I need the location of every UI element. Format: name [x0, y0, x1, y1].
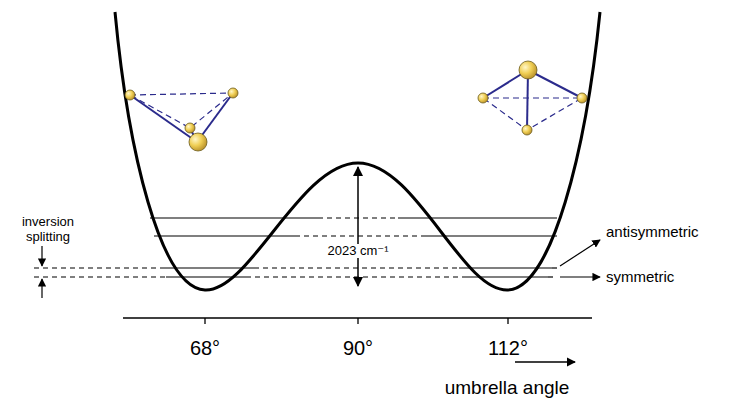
splitting-arrow	[41, 246, 42, 266]
ammonia-molecule	[125, 88, 238, 151]
ammonia-molecule	[478, 61, 587, 135]
pointer-arrow	[560, 240, 600, 266]
level-label: antisymmetric	[606, 223, 699, 240]
splitting-label: inversion splitting	[3, 215, 93, 245]
pointer-arrow	[560, 276, 600, 277]
axis-arrow	[515, 361, 575, 362]
angle-axis	[123, 318, 592, 324]
angle-label: 68°	[190, 337, 220, 360]
axis-title: umbrella angle	[445, 377, 570, 399]
energy-levels	[34, 218, 557, 277]
angle-label: 90°	[343, 337, 373, 360]
angle-label: 112°	[488, 337, 528, 360]
potential-curve	[115, 12, 600, 290]
level-label: symmetric	[606, 268, 674, 285]
splitting-arrow	[41, 279, 42, 298]
energy-label: 2023 cm⁻¹	[325, 244, 390, 259]
barrier-arrow	[357, 167, 359, 286]
